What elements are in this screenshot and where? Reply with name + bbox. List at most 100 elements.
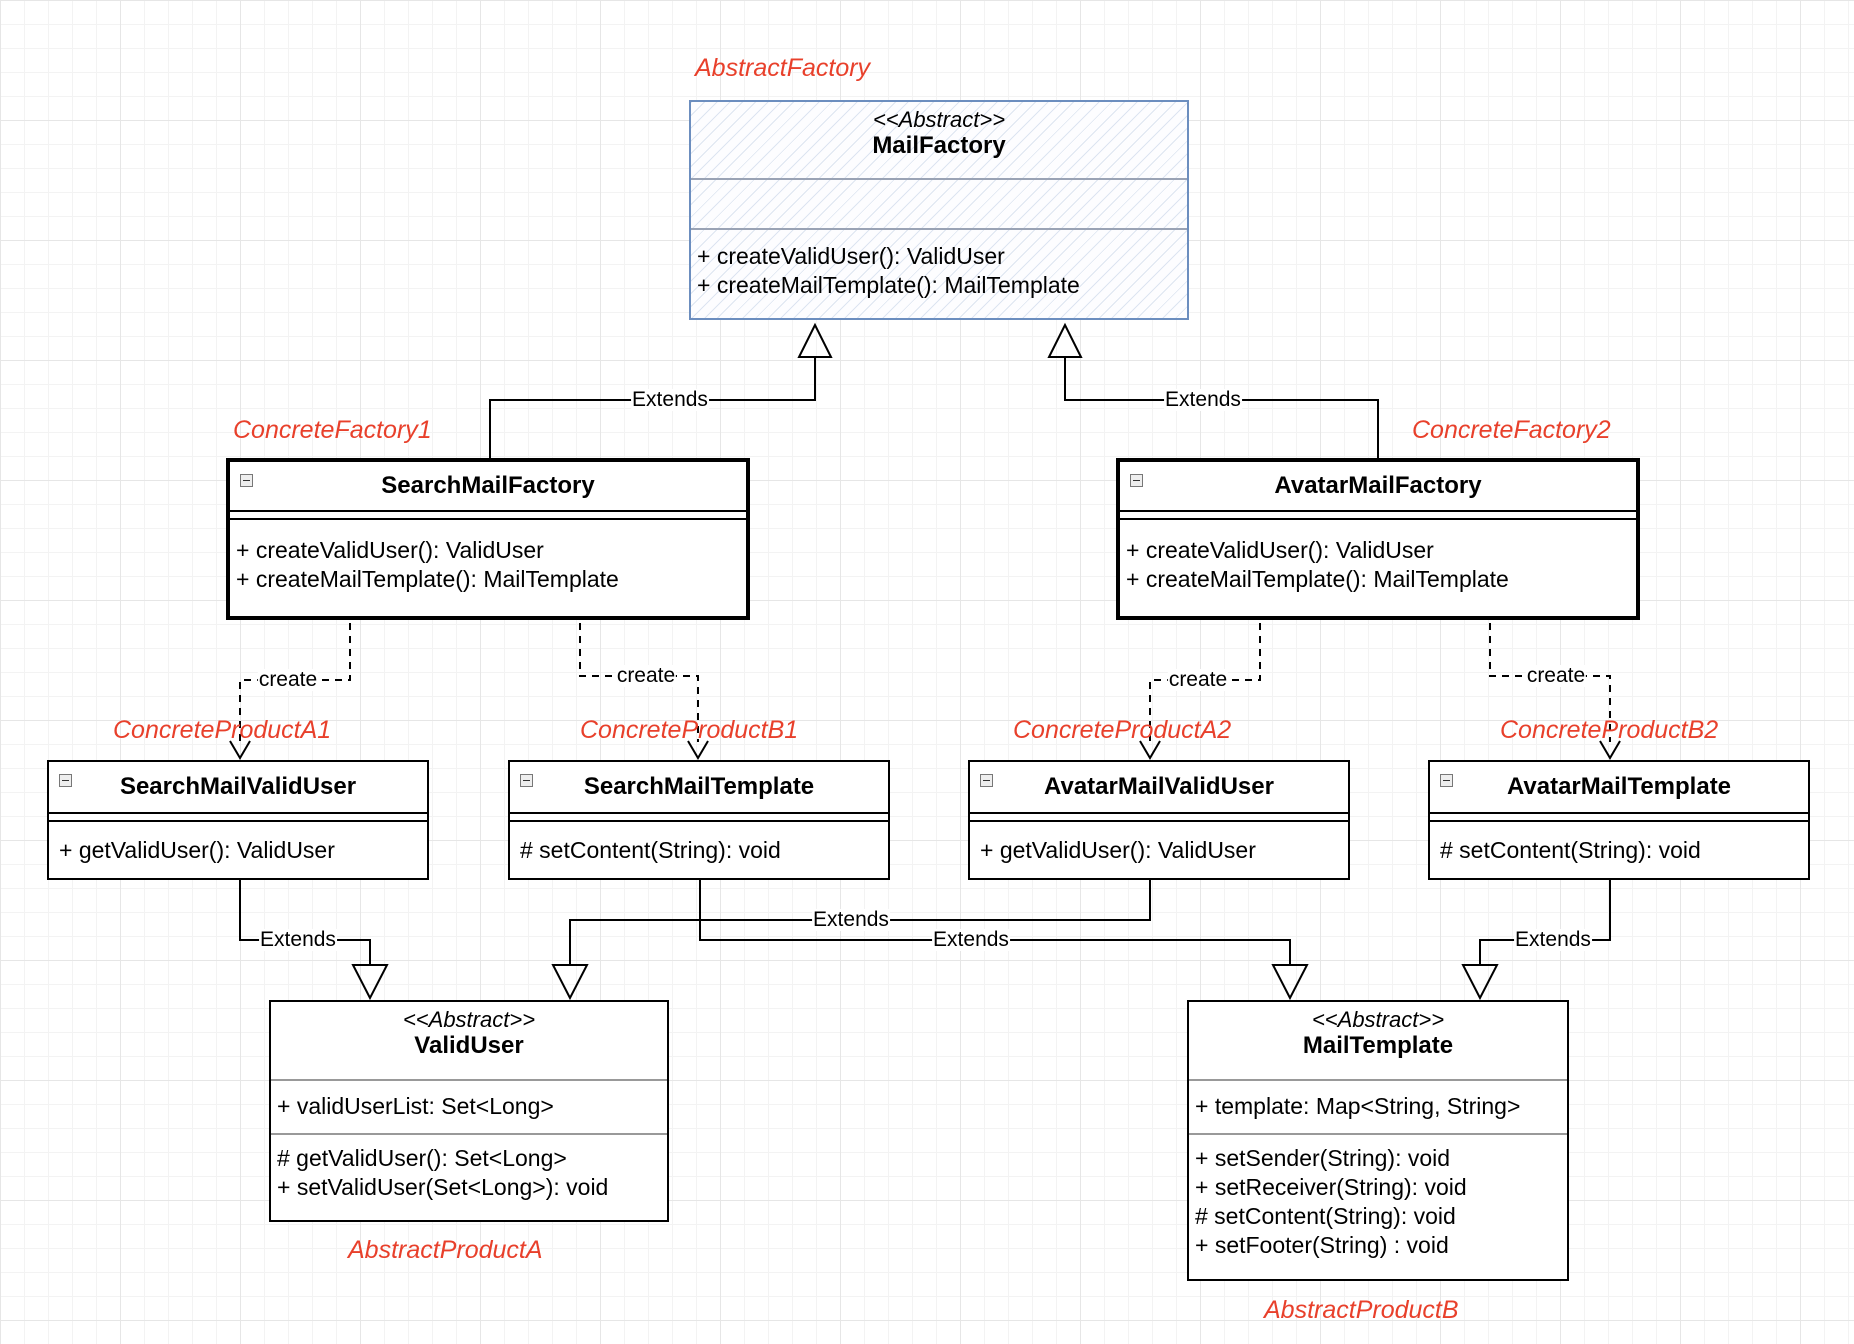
class-search-mail-template[interactable]: SearchMailTemplate # setContent(String):… [508, 760, 890, 880]
class-attributes [49, 814, 427, 822]
class-method: + setFooter(String) : void [1195, 1232, 1449, 1258]
class-stereotype: <<Abstract>> [1311, 1007, 1445, 1032]
class-method: # setContent(String): void [1195, 1203, 1456, 1229]
class-field: + template: Map<String, String> [1195, 1093, 1521, 1119]
class-method: + setReceiver(String): void [1195, 1174, 1467, 1200]
class-methods: + createValidUser(): ValidUser + createM… [1120, 520, 1636, 594]
collapse-icon[interactable] [980, 774, 993, 787]
edge-label-extends: Extends [631, 388, 709, 411]
class-mail-template[interactable]: <<Abstract>> MailTemplate + template: Ma… [1187, 1000, 1569, 1281]
class-avatar-mail-valid-user[interactable]: AvatarMailValidUser + getValidUser(): Va… [968, 760, 1350, 880]
class-name: SearchMailValidUser [119, 773, 357, 800]
collapse-icon[interactable] [1440, 774, 1453, 787]
inherit-arrow-head [1271, 964, 1309, 1001]
collapse-icon[interactable] [1130, 474, 1143, 487]
edge-search-valid-user-extends [239, 880, 371, 965]
class-header: SearchMailFactory [230, 462, 746, 512]
class-header: AvatarMailValidUser [970, 762, 1348, 814]
class-method: # setContent(String): void [1440, 837, 1701, 863]
class-stereotype: <<Abstract>> [402, 1007, 536, 1032]
class-name: MailFactory [872, 132, 1006, 159]
edge-label-create: create [615, 664, 677, 687]
edge-label-extends: Extends [259, 928, 337, 951]
class-methods: + createValidUser(): ValidUser + createM… [691, 230, 1187, 300]
class-method: + getValidUser(): ValidUser [59, 837, 335, 863]
class-method: + getValidUser(): ValidUser [980, 837, 1256, 863]
role-label: AbstractProductB [1264, 1296, 1459, 1324]
collapse-icon[interactable] [240, 474, 253, 487]
class-field: + validUserList: Set<Long> [277, 1093, 554, 1119]
edge-search-template-extends [699, 880, 1291, 965]
edge-create-b2 [1489, 623, 1611, 742]
class-avatar-mail-template[interactable]: AvatarMailTemplate # setContent(String):… [1428, 760, 1810, 880]
class-methods: # getValidUser(): Set<Long> + setValidUs… [271, 1135, 667, 1202]
collapse-icon[interactable] [520, 774, 533, 787]
role-label: ConcreteProductB2 [1500, 716, 1719, 744]
class-methods: + getValidUser(): ValidUser [970, 822, 1348, 865]
class-header: <<Abstract>> ValidUser [271, 1002, 667, 1081]
role-label: AbstractFactory [695, 54, 871, 82]
class-search-mail-valid-user[interactable]: SearchMailValidUser + getValidUser(): Va… [47, 760, 429, 880]
inherit-arrow-head [551, 964, 589, 1001]
class-attributes [1430, 814, 1808, 822]
class-attributes [691, 180, 1187, 230]
edge-label-extends: Extends [812, 908, 890, 931]
class-attributes: + template: Map<String, String> [1189, 1081, 1567, 1135]
class-name: SearchMailTemplate [583, 773, 815, 800]
inherit-arrow-head [351, 964, 389, 1001]
class-method: + createValidUser(): ValidUser [1126, 537, 1434, 563]
class-header: AvatarMailFactory [1120, 462, 1636, 512]
create-arrow-head [1139, 740, 1161, 760]
class-name: SearchMailFactory [381, 472, 595, 499]
role-label: AbstractProductA [348, 1236, 543, 1264]
class-method: + createValidUser(): ValidUser [236, 537, 544, 563]
class-name: ValidUser [414, 1032, 524, 1059]
collapse-icon[interactable] [59, 774, 72, 787]
create-arrow-head [1599, 740, 1621, 760]
edge-label-extends: Extends [932, 928, 1010, 951]
class-attributes: + validUserList: Set<Long> [271, 1081, 667, 1135]
edge-label-extends: Extends [1164, 388, 1242, 411]
class-method: # setContent(String): void [520, 837, 781, 863]
edge-label-create: create [1167, 668, 1229, 691]
create-arrow-head [229, 740, 251, 760]
class-header: <<Abstract>> MailTemplate [1189, 1002, 1567, 1081]
class-methods: + setSender(String): void + setReceiver(… [1189, 1135, 1567, 1260]
class-methods: + getValidUser(): ValidUser [49, 822, 427, 865]
class-method: + setSender(String): void [1195, 1145, 1451, 1171]
role-label: ConcreteFactory1 [233, 416, 432, 444]
edge-label-create: create [257, 668, 319, 691]
create-arrow-head [687, 740, 709, 760]
role-label: ConcreteProductA2 [1013, 716, 1232, 744]
class-method: + createMailTemplate(): MailTemplate [1126, 566, 1509, 592]
class-name: AvatarMailTemplate [1506, 773, 1732, 800]
class-attributes [970, 814, 1348, 822]
edge-label-extends: Extends [1514, 928, 1592, 951]
role-label: ConcreteProductA1 [113, 716, 332, 744]
inherit-arrow-head [1047, 322, 1083, 358]
class-header: AvatarMailTemplate [1430, 762, 1808, 814]
class-methods: # setContent(String): void [1430, 822, 1808, 865]
role-label: ConcreteProductB1 [580, 716, 799, 744]
edge-create-a2 [1149, 623, 1261, 742]
class-attributes [510, 814, 888, 822]
class-method: + createValidUser(): ValidUser [697, 243, 1005, 269]
class-valid-user[interactable]: <<Abstract>> ValidUser + validUserList: … [269, 1000, 669, 1222]
edge-create-a1 [239, 623, 351, 742]
edge-create-b1 [579, 623, 699, 742]
class-method: + setValidUser(Set<Long>): void [277, 1174, 609, 1200]
class-methods: # setContent(String): void [510, 822, 888, 865]
class-header: SearchMailValidUser [49, 762, 427, 814]
class-name: AvatarMailFactory [1274, 472, 1482, 499]
class-stereotype: <<Abstract>> [872, 107, 1006, 132]
class-header: SearchMailTemplate [510, 762, 888, 814]
class-avatar-mail-factory[interactable]: AvatarMailFactory + createValidUser(): V… [1116, 458, 1640, 620]
class-search-mail-factory[interactable]: SearchMailFactory + createValidUser(): V… [226, 458, 750, 620]
edge-avatar-template-extends [1479, 880, 1611, 965]
inherit-arrow-head [1461, 964, 1499, 1001]
class-name: AvatarMailValidUser [1044, 773, 1274, 800]
class-methods: + createValidUser(): ValidUser + createM… [230, 520, 746, 594]
edge-label-create: create [1525, 664, 1587, 687]
inherit-arrow-head [797, 322, 833, 358]
class-mail-factory[interactable]: <<Abstract>> MailFactory + createValidUs… [689, 100, 1189, 320]
